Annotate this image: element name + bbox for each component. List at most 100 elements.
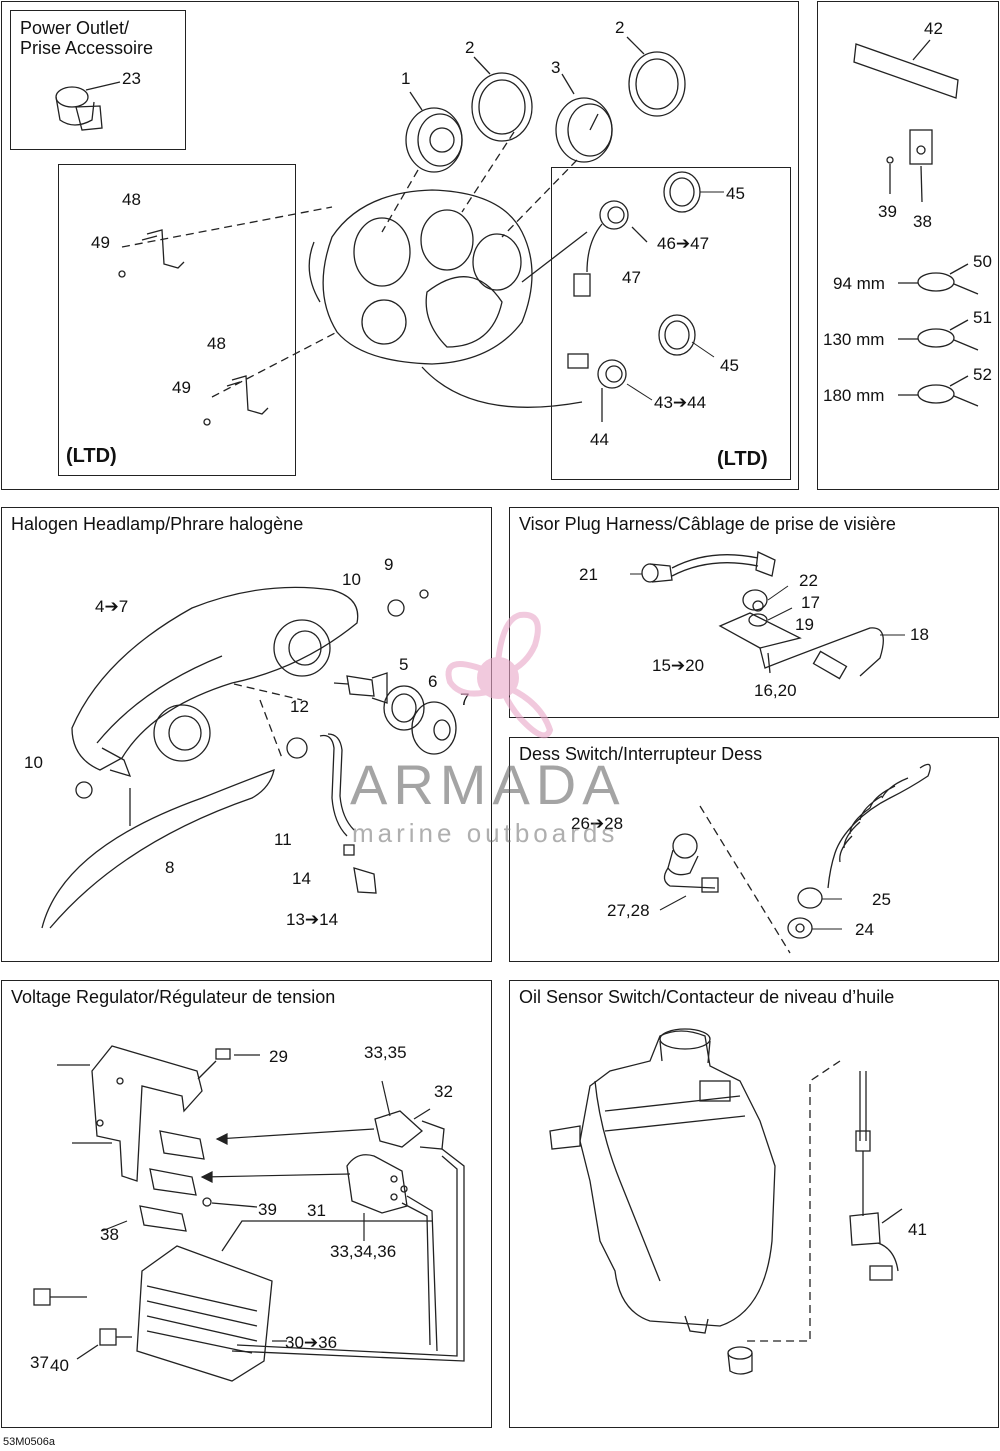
callout-40: 40 (50, 1356, 69, 1375)
speedometer-part (405, 91, 463, 173)
visor-leaders (630, 573, 905, 636)
callout-45b: 45 (720, 356, 739, 375)
callout-37: 37 (30, 1353, 49, 1372)
headlamp-trim (41, 768, 275, 929)
screw-29 (197, 1048, 260, 1080)
callout-43-44: 43➔44 (654, 393, 707, 412)
callout-46-47: 46➔47 (657, 234, 710, 253)
callout-17: 17 (801, 593, 820, 612)
connector-32 (374, 1108, 445, 1150)
accessories-drawing (853, 39, 979, 407)
callout-33-34-36: 33,34,36 (330, 1242, 397, 1261)
bracket-lower (203, 375, 269, 426)
dess-leaders (659, 895, 842, 930)
oil-guides (745, 1060, 841, 1342)
tachometer-part (555, 73, 613, 163)
cap-22 (742, 589, 768, 612)
callout-48a: 48 (122, 190, 141, 209)
oil-sensor-41 (849, 1071, 903, 1281)
clip-38 (886, 129, 933, 203)
headlamp-housing (71, 586, 359, 777)
callout-26-28: 26➔28 (571, 814, 624, 833)
callout-33-35: 33,35 (364, 1043, 407, 1062)
callout-48b: 48 (207, 334, 226, 353)
nut-17 (748, 613, 768, 627)
callout-27-28: 27,28 (607, 901, 650, 920)
callout-21: 21 (579, 565, 598, 584)
power-outlet-title-fr: Prise Accessoire (20, 38, 154, 58)
harness-18 (718, 612, 884, 680)
visor-panel: Visor Plug Harness/Câblage de prise de v… (509, 507, 999, 718)
callout-50: 50 (973, 252, 992, 271)
bezel-ring-right (626, 36, 686, 117)
regulator-30 (136, 1245, 273, 1382)
power-outlet-title: Power Outlet/ (20, 18, 130, 38)
dashboard-housing (308, 189, 533, 365)
regulator-drawing (33, 1045, 465, 1382)
connector-14 (343, 844, 377, 894)
callout-39: 39 (258, 1200, 277, 1219)
regulator-arrows (101, 1080, 391, 1342)
size-130mm: 130 mm (823, 330, 885, 349)
callout-51: 51 (973, 308, 992, 327)
grommet-12 (286, 737, 308, 759)
clips-38 (139, 1130, 258, 1232)
ltd-right-label: (LTD) (717, 448, 768, 470)
dess-title: Dess Switch/Interrupteur Dess (519, 744, 763, 764)
callout-44: 44 (590, 430, 609, 449)
accessories-panel: 42 39 38 94 mm 50 130 mm 51 180 mm 52 (817, 1, 999, 490)
watermark-tagline: marine outboards (352, 818, 619, 848)
ltd-left-label: (LTD) (66, 445, 117, 467)
callout-2b: 2 (615, 18, 625, 37)
gauges-drawing (55, 36, 724, 426)
callout-32: 32 (434, 1082, 453, 1101)
callout-2a: 2 (465, 38, 475, 57)
tie-wrap-51 (898, 319, 979, 351)
gauges-leaders (626, 191, 724, 401)
callout-52: 52 (973, 365, 992, 384)
callout-49a: 49 (91, 233, 110, 252)
callout-45a: 45 (726, 184, 745, 203)
callout-25: 25 (872, 890, 891, 909)
ltd-right-box (551, 167, 791, 480)
callout-16-20: 16,20 (754, 681, 797, 700)
regulator-wiring (221, 1148, 465, 1362)
bulb-5 (333, 672, 388, 704)
callout-23: 23 (122, 69, 141, 88)
headlamp-panel: Halogen Headlamp/Phrare halogène (1, 507, 492, 962)
bezel-ring-left (471, 56, 533, 142)
callout-8: 8 (165, 858, 175, 877)
bracket-upper (118, 229, 185, 278)
tie-wrap-52 (898, 375, 979, 407)
callout-19: 19 (795, 615, 814, 634)
callout-31: 31 (307, 1201, 326, 1220)
bolts-40 (33, 1288, 132, 1360)
ltd-gauge-upper (521, 171, 701, 297)
callout-30-36: 30➔36 (285, 1333, 338, 1352)
regulator-title: Voltage Regulator/Régulateur de tension (11, 987, 336, 1007)
callout-11: 11 (274, 830, 292, 849)
regulator-panel: Voltage Regulator/Régulateur de tension (1, 980, 492, 1428)
bracket-37 (57, 1045, 203, 1182)
harness-11 (319, 733, 355, 837)
cap-7 (411, 701, 457, 755)
headlamp-drawing (41, 586, 457, 929)
oil-tank-foot (727, 1346, 753, 1375)
callout-49b: 49 (172, 378, 191, 397)
retainer-6 (383, 685, 425, 731)
callout-6: 6 (428, 672, 438, 691)
callout-39: 39 (878, 202, 897, 221)
gauges-panel: Power Outlet/ Prise Accessoire (LTD) (LT… (1, 1, 799, 490)
callout-12: 12 (290, 697, 309, 716)
dess-drawing (659, 763, 931, 954)
callout-13-14: 13➔14 (286, 910, 339, 929)
dess-panel: Dess Switch/Interrupteur Dess (509, 737, 999, 962)
assembly-guides (121, 131, 578, 398)
oil-title: Oil Sensor Switch/Contacteur de niveau d… (519, 987, 895, 1007)
callout-24: 24 (855, 920, 874, 939)
dess-lanyard (787, 763, 931, 939)
visor-drawing (630, 551, 905, 680)
size-180mm: 180 mm (823, 386, 885, 405)
callout-22: 22 (799, 571, 818, 590)
grommet-10-lower (75, 781, 93, 799)
